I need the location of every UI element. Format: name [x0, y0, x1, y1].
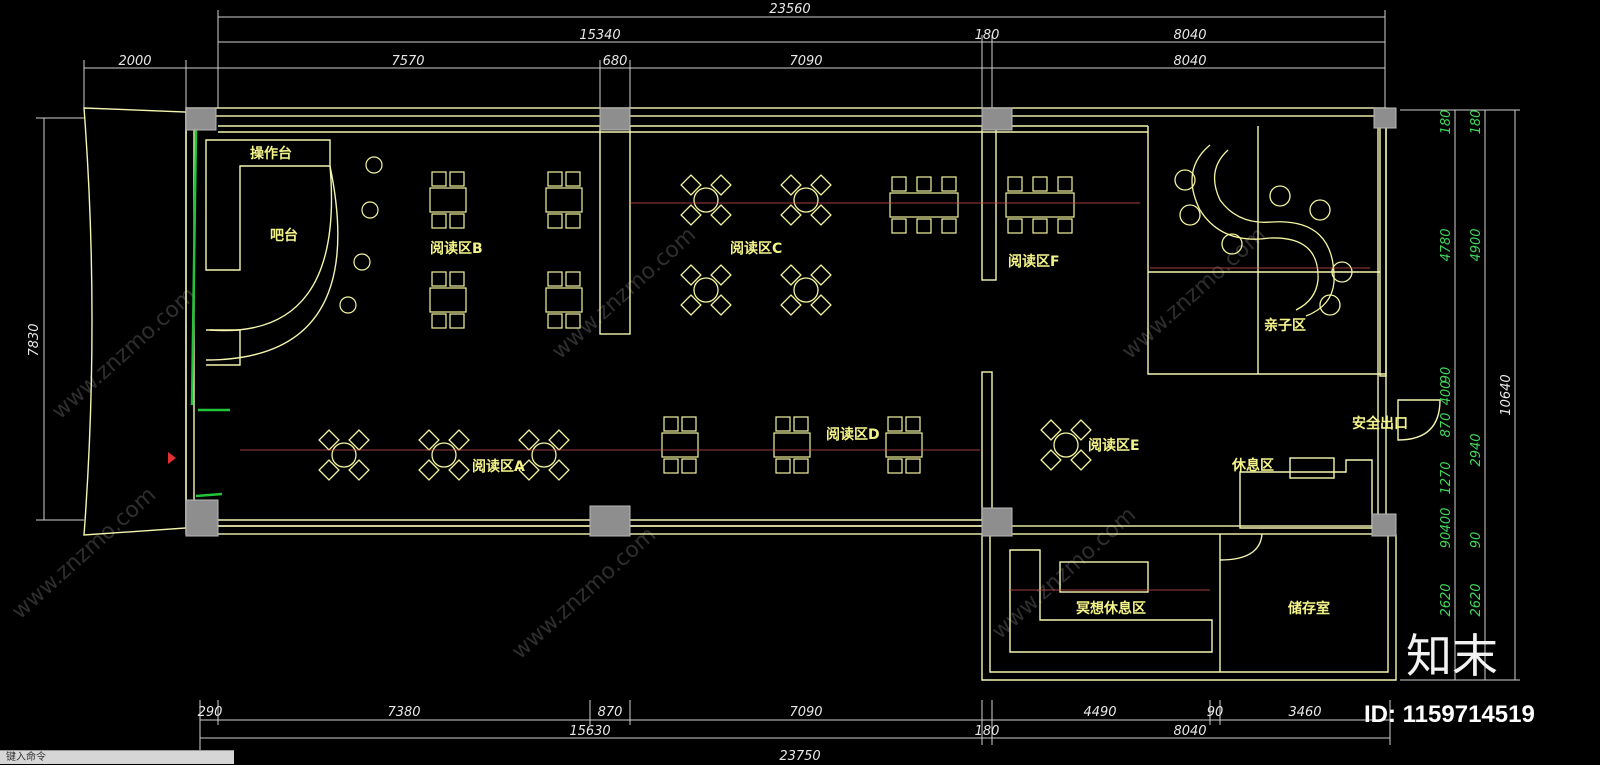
dim-bottom-mid-right: 8040: [1173, 724, 1206, 739]
columns: [185, 107, 1397, 537]
dim-right-c2-4: 2620: [1469, 583, 1484, 616]
dim-right-c2-2: 2940: [1469, 433, 1484, 466]
room-label-reading-d: 阅读区D: [826, 426, 880, 443]
bar-stools: [339, 156, 383, 314]
internal-dim-marks: [240, 202, 1370, 591]
brand-logo: 知末: [1406, 629, 1498, 683]
right-dimensions: [1400, 109, 1520, 681]
watermark-site: www.znzmo.com: [547, 222, 701, 364]
room-label-storage: 储存室: [1287, 600, 1330, 617]
watermark-site: www.znzmo.com: [7, 482, 161, 624]
watermark-site: www.znzmo.com: [1117, 222, 1271, 364]
dim-bottom-overall: 23750: [779, 749, 820, 764]
dim-bottom-seg2: 870: [598, 705, 623, 720]
reading-a-furniture: [318, 429, 570, 481]
dim-right-c1-4: 870: [1439, 413, 1454, 438]
glass-entrance: [190, 129, 230, 498]
room-label-reading-a: 阅读区A: [472, 458, 525, 475]
dim-bottom-seg0: 290: [198, 705, 223, 720]
dim-bottom-mid-gap: 180: [975, 724, 1000, 739]
room-label-parent-child: 亲子区: [1264, 317, 1306, 334]
watermark-layer: www.znzmo.com www.znzmo.com www.znzmo.co…: [7, 222, 1271, 664]
dim-bottom-seg1: 7380: [387, 705, 420, 720]
dim-right-overall: 10640: [1499, 374, 1514, 415]
room-label-safety-exit: 安全出口: [1352, 415, 1408, 432]
dim-right-c1-3: 400: [1439, 381, 1454, 406]
dim-top-seg1: 7570: [391, 54, 424, 69]
dim-right-c2-3: 90: [1469, 532, 1484, 549]
dim-top-seg4: 8040: [1173, 54, 1206, 69]
dim-bottom-seg3: 7090: [789, 705, 822, 720]
room-label-reading-c: 阅读区C: [730, 240, 782, 257]
watermark-site: www.znzmo.com: [507, 522, 661, 664]
room-label-rest-area: 休息区: [1231, 457, 1274, 474]
dim-top-seg2: 680: [603, 54, 628, 69]
watermark-site: www.znzmo.com: [47, 282, 201, 424]
parent-child-furniture: [1174, 144, 1353, 317]
command-line-label: 键入命令: [6, 752, 46, 763]
room-label-reading-e: 阅读区E: [1088, 437, 1140, 454]
room-label-reading-b: 阅读区B: [430, 240, 483, 257]
dim-right-c1-1: 4780: [1439, 228, 1454, 261]
top-dimensions: [83, 10, 1386, 108]
dim-right-c1-7: 90: [1439, 532, 1454, 549]
dim-right-c1-6: 400: [1439, 508, 1454, 533]
dim-top-mid-right: 8040: [1173, 28, 1206, 43]
command-line-input[interactable]: 键入命令: [0, 750, 234, 764]
image-id: ID: 1159714519: [1364, 701, 1535, 728]
entry-arrow-icon: [168, 452, 176, 464]
room-label-meditation: 冥想休息区: [1076, 600, 1146, 617]
dim-right-c1-5: 1270: [1439, 461, 1454, 494]
left-dimension: [36, 117, 84, 521]
dim-top-mid-gap: 180: [975, 28, 1000, 43]
room-label-operation-desk: 操作台: [250, 145, 292, 162]
reading-d-furniture: [661, 416, 923, 474]
dim-right-c1-8: 2620: [1439, 583, 1454, 616]
dim-right-c2-1: 4900: [1469, 228, 1484, 261]
bottom-dimensions: [199, 700, 1391, 760]
dim-top-far-left: 2000: [118, 54, 151, 69]
dim-left-height: 7830: [27, 323, 42, 356]
reading-e-furniture: [1040, 419, 1092, 471]
dim-top-seg3: 7090: [789, 54, 822, 69]
dim-bottom-seg4: 4490: [1083, 705, 1116, 720]
dim-top-overall: 23560: [769, 2, 810, 17]
dim-top-mid-left: 15340: [579, 28, 620, 43]
dim-right-c2-0: 180: [1469, 110, 1484, 135]
dim-bottom-seg5: 90: [1207, 705, 1224, 720]
dim-right-c1-2: 90: [1439, 367, 1454, 384]
room-label-bar: 吧台: [270, 227, 298, 244]
walls: [83, 107, 1441, 681]
dim-bottom-mid-left: 15630: [569, 724, 610, 739]
dim-bottom-seg6: 3460: [1288, 705, 1321, 720]
room-label-reading-f: 阅读区F: [1008, 253, 1060, 270]
dim-right-c1-0: 180: [1439, 110, 1454, 135]
